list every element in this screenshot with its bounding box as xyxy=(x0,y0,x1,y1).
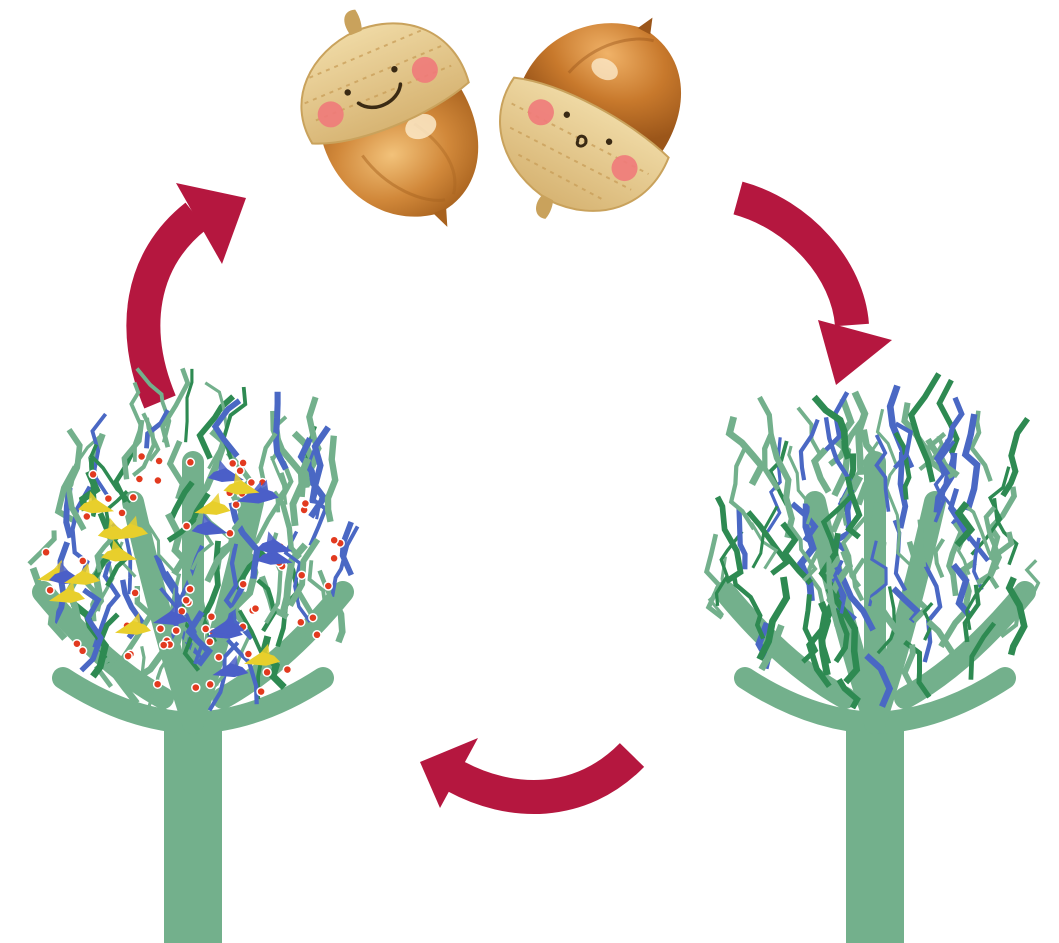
tree-trunk xyxy=(846,718,904,943)
berry-icon xyxy=(229,459,237,467)
arrow-bare-tree-to-fruiting-tree xyxy=(420,738,632,808)
berry-icon xyxy=(104,495,112,503)
tree-branch xyxy=(949,523,961,596)
berry-icon xyxy=(131,589,139,597)
tree-branch xyxy=(936,539,944,577)
berry-icon xyxy=(206,638,214,646)
arrow-acorns-to-bare-tree xyxy=(738,198,892,385)
tree-trunk xyxy=(164,718,222,943)
berry-icon xyxy=(138,453,146,461)
tree-branch xyxy=(170,441,183,499)
berry-icon xyxy=(118,509,126,517)
berry-icon xyxy=(247,479,255,487)
berry-icon xyxy=(79,647,87,655)
tree-branch xyxy=(68,430,84,530)
tree-branch xyxy=(965,414,977,510)
berry-icon xyxy=(129,493,137,501)
berry-icon xyxy=(172,627,180,635)
tree-branch xyxy=(821,602,827,675)
berry-icon xyxy=(244,650,252,658)
tree-branch xyxy=(328,436,335,522)
fruiting-tree-icon xyxy=(29,368,357,943)
bare-tree-icon xyxy=(707,374,1039,943)
arrow-fruiting-tree-to-acorns xyxy=(143,183,246,402)
tree-branch xyxy=(29,530,54,564)
berry-icon xyxy=(83,513,91,521)
berry-icon xyxy=(46,586,54,594)
berry-icon xyxy=(207,613,215,621)
berry-icon xyxy=(263,668,271,676)
berry-icon xyxy=(154,680,162,688)
berry-icon xyxy=(182,596,190,604)
tree-branch xyxy=(1003,419,1028,496)
berry-icon xyxy=(73,640,81,648)
berry-icon xyxy=(298,571,306,579)
tree-branch xyxy=(168,514,184,574)
berry-icon xyxy=(155,457,163,465)
arrow-shaft xyxy=(455,755,632,797)
berry-icon xyxy=(206,680,214,688)
berry-icon xyxy=(89,470,97,478)
acorn-left-icon xyxy=(270,0,516,263)
berry-icon xyxy=(215,653,223,661)
berry-icon xyxy=(232,501,240,509)
berry-icon xyxy=(239,580,247,588)
berry-icon xyxy=(135,475,143,483)
tree-branch xyxy=(258,580,275,631)
arrow-head xyxy=(818,320,892,385)
berry-icon xyxy=(257,688,265,696)
berry-icon xyxy=(79,557,87,565)
tree-branch xyxy=(920,520,924,568)
berry-icon xyxy=(42,548,50,556)
berry-icon xyxy=(236,467,244,475)
tree-branch xyxy=(815,449,829,492)
berry-icon xyxy=(309,614,317,622)
berry-icon xyxy=(202,625,210,633)
berry-icon xyxy=(183,522,191,530)
berry-icon xyxy=(186,585,194,593)
berry-icon xyxy=(252,605,260,613)
berry-icon xyxy=(160,641,168,649)
berry-icon xyxy=(313,631,321,639)
arrow-shaft xyxy=(143,216,196,402)
berry-icon xyxy=(192,684,200,692)
acorn-right-icon xyxy=(462,0,724,258)
berry-icon xyxy=(226,529,234,537)
berry-icon xyxy=(330,536,338,544)
berry-icon xyxy=(154,477,162,485)
berry-icon xyxy=(186,458,194,466)
berry-icon xyxy=(301,500,309,508)
berry-icon xyxy=(124,652,132,660)
berry-icon xyxy=(157,625,165,633)
berry-icon xyxy=(239,459,247,467)
arrow-shaft xyxy=(738,198,852,325)
berry-icon xyxy=(330,554,338,562)
berry-icon xyxy=(324,582,332,590)
berry-icon xyxy=(297,618,305,626)
berry-icon xyxy=(283,666,291,674)
